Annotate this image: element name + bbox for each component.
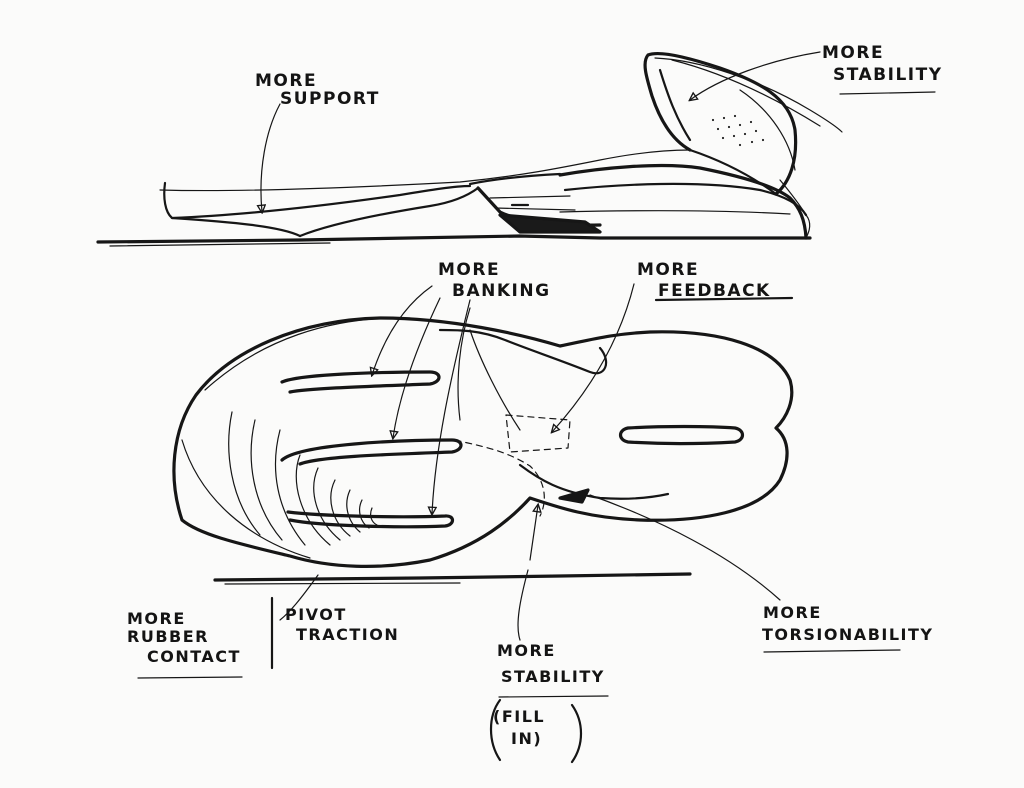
svg-text:MORE: MORE [822,43,884,63]
svg-text:MORE: MORE [127,609,186,628]
leader-lines [261,51,821,670]
svg-text:IN): IN) [511,729,542,748]
svg-text:SUPPORT: SUPPORT [280,89,380,109]
annotation-more-rubber-contact: MORE RUBBER CONTACT [127,609,243,679]
svg-text:(FILL: (FILL [493,707,545,726]
svg-text:RUBBER: RUBBER [127,627,209,646]
svg-text:STABILITY: STABILITY [501,667,605,686]
svg-text:MORE: MORE [763,603,822,622]
svg-text:TORSIONABILITY: TORSIONABILITY [762,625,933,644]
svg-text:STABILITY: STABILITY [833,65,943,85]
annotation-more-stability-bottom: MORE STABILITY [497,641,609,698]
svg-text:PIVOT: PIVOT [285,605,347,624]
svg-text:MORE: MORE [637,260,699,280]
svg-text:MORE: MORE [497,641,556,660]
annotation-more-support: MORE SUPPORT [255,71,380,109]
svg-text:TRACTION: TRACTION [296,625,399,644]
annotation-more-stability-top: MORE STABILITY [822,43,943,95]
annotation-more-banking: MORE BANKING [438,260,551,301]
annotation-more-feedback: MORE FEEDBACK [637,260,794,302]
svg-text:BANKING: BANKING [452,281,551,301]
svg-text:MORE: MORE [438,260,500,280]
annotation-fill-in: (FILL IN) [490,698,582,764]
svg-text:FEEDBACK: FEEDBACK [658,281,771,301]
pivot-circles [295,454,378,546]
bottom-view-outsole-sketch [172,307,794,585]
svg-text:MORE: MORE [255,71,317,91]
perforation-dots [711,114,765,147]
annotation-pivot-traction: PIVOT TRACTION [285,605,399,644]
side-view-sole-sketch [96,51,843,247]
svg-text:CONTACT: CONTACT [147,647,241,666]
annotation-more-torsionability: MORE TORSIONABILITY [762,603,933,653]
